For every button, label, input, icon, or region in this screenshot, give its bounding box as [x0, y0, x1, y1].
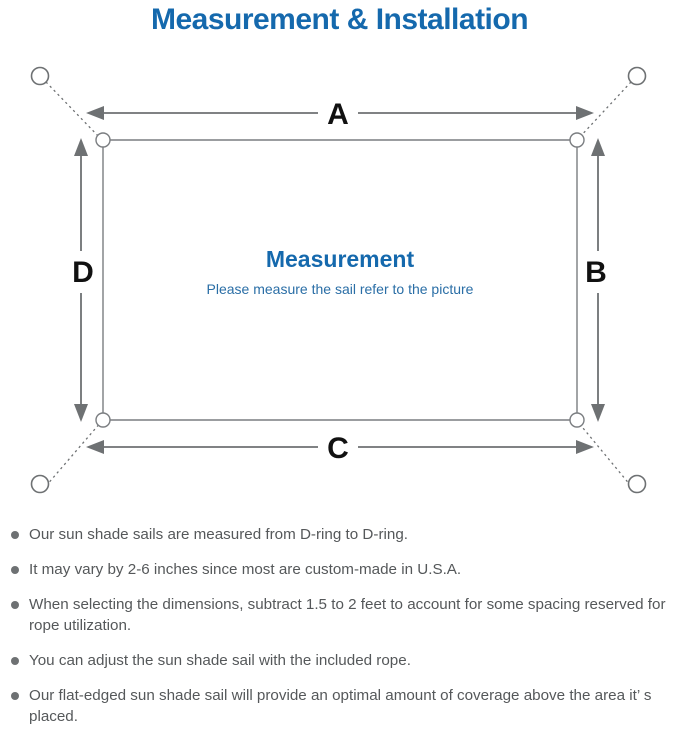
rope-line-bottom-left [45, 421, 102, 487]
anchor-bottom-left [30, 474, 50, 494]
dimension-arrow-a [86, 106, 594, 120]
dimension-arrow-b [591, 138, 605, 422]
note-text: It may vary by 2-6 inches since most are… [29, 561, 462, 578]
d-rings [95, 132, 585, 428]
anchor-top-right [627, 66, 647, 86]
d-ring-top-left [95, 132, 111, 148]
note-item: Our sun shade sails are measured from D-… [0, 524, 679, 545]
bullet-icon [11, 566, 19, 574]
dimension-label-d: D [72, 256, 94, 289]
anchor-top-left [30, 66, 50, 86]
dimension-arrows [74, 106, 605, 454]
note-item: It may vary by 2-6 inches since most are… [0, 559, 679, 580]
note-item: You can adjust the sun shade sail with t… [0, 650, 679, 671]
dimension-label-c: C [327, 432, 349, 465]
bullet-icon [11, 531, 19, 539]
page-title: Measurement & Installation [150, 3, 529, 36]
anchor-points [30, 66, 647, 494]
note-text: Our sun shade sails are measured from D-… [29, 526, 408, 543]
rope-line-top-left [45, 81, 102, 140]
d-ring-bottom-left [95, 412, 111, 428]
sail-center-subtitle: Please measure the sail refer to the pic… [207, 281, 474, 297]
measurement-diagram-svg: A C D B Measurement Please measure the s… [30, 66, 647, 494]
measurement-diagram: A C D B Measurement Please measure the s… [0, 48, 679, 518]
dimension-arrow-d [74, 138, 88, 422]
bullet-icon [11, 692, 19, 700]
sail-rectangle [102, 139, 578, 421]
sail-center-title: Measurement [266, 246, 415, 272]
d-ring-top-right [569, 132, 585, 148]
notes-list: Our sun shade sails are measured from D-… [0, 524, 679, 741]
dimension-label-a: A [327, 98, 349, 131]
dimension-arrow-c [86, 440, 594, 454]
rope-lines [45, 81, 632, 487]
bullet-icon [11, 601, 19, 609]
rope-line-bottom-right [577, 421, 632, 487]
anchor-bottom-right [627, 474, 647, 494]
note-text: You can adjust the sun shade sail with t… [29, 652, 411, 669]
d-ring-bottom-right [569, 412, 585, 428]
note-item: When selecting the dimensions, subtract … [0, 594, 679, 636]
note-item: Our flat-edged sun shade sail will provi… [0, 685, 679, 727]
rope-line-top-right [577, 81, 632, 140]
bullet-icon [11, 657, 19, 665]
note-text: When selecting the dimensions, subtract … [29, 596, 666, 634]
dimension-label-b: B [585, 256, 607, 289]
note-text: Our flat-edged sun shade sail will provi… [29, 687, 652, 725]
